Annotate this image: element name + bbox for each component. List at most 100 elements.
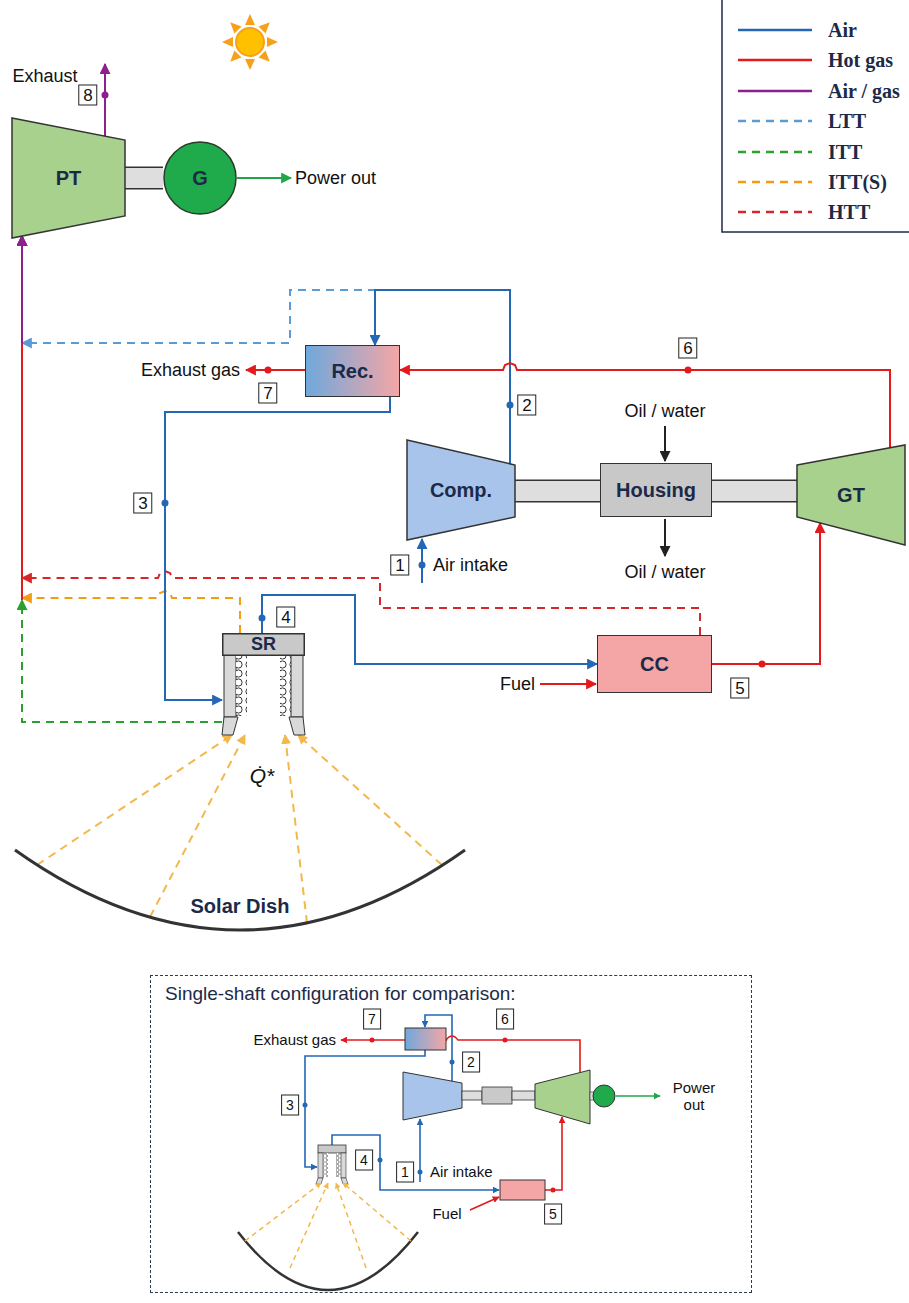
flow-connector xyxy=(22,236,240,633)
generator-outline xyxy=(163,141,237,215)
path-part xyxy=(245,14,255,25)
component-label: Solar Dish xyxy=(191,895,290,918)
sun-icon xyxy=(222,14,278,70)
path-part xyxy=(470,1197,499,1210)
path-part xyxy=(336,1183,366,1268)
path-part xyxy=(37,735,232,865)
annotation: Exhaust gas xyxy=(141,360,240,381)
g-part xyxy=(305,1015,660,1210)
annotation: Fuel xyxy=(432,1205,461,1222)
annotation: Fuel xyxy=(500,674,535,695)
g-part xyxy=(245,1183,411,1268)
path-part xyxy=(664,519,666,556)
annotation: Q̇* xyxy=(250,764,275,788)
line-part xyxy=(738,211,812,214)
trunk-line xyxy=(21,236,23,343)
compressor: Comp. xyxy=(407,440,515,540)
path-part xyxy=(616,1095,660,1097)
flow-line xyxy=(150,735,245,917)
flow-connector xyxy=(262,595,597,664)
annotation: Power out xyxy=(295,168,376,189)
flow-line xyxy=(400,363,890,448)
callout-number: 5 xyxy=(544,1204,562,1225)
panel-heading: Single-shaft configuration for compariso… xyxy=(165,983,516,1005)
gas-turbine-outline xyxy=(797,445,905,545)
bypass-line xyxy=(22,571,700,635)
callout-number: 6 xyxy=(678,338,697,359)
path-part xyxy=(104,64,106,136)
rect-part xyxy=(482,1087,512,1104)
path-part xyxy=(258,19,273,34)
trunk-line xyxy=(21,236,23,343)
polygon-part xyxy=(12,118,125,238)
path-part xyxy=(238,1232,418,1290)
sun-rays xyxy=(37,735,442,923)
circle-part xyxy=(162,500,169,507)
flow-connector xyxy=(712,523,820,664)
line-part xyxy=(738,120,812,123)
line-part xyxy=(738,151,812,154)
bypass-line xyxy=(22,600,222,722)
path-part xyxy=(227,19,242,34)
comparison-panel: Single-shaft configuration for compariso… xyxy=(150,975,752,1293)
component-label: G xyxy=(192,167,208,190)
power-turbine-outline xyxy=(12,118,125,238)
path-part xyxy=(246,369,305,371)
rect-part xyxy=(512,1091,535,1100)
component-label: Housing xyxy=(616,479,696,502)
flow-connector xyxy=(22,236,510,464)
bypass-line xyxy=(22,591,240,633)
circle-part xyxy=(759,661,766,668)
rect-part xyxy=(224,655,236,717)
polygon-part xyxy=(222,717,238,735)
path-part xyxy=(332,1135,499,1190)
circle-part xyxy=(450,1060,455,1065)
line-part xyxy=(738,59,812,62)
legend-entry: ITT(S) xyxy=(828,171,887,193)
trunk-line xyxy=(21,343,23,578)
circle-part xyxy=(164,142,236,214)
rect-part xyxy=(336,1153,341,1177)
component-label: Rec. xyxy=(331,360,373,383)
path-part xyxy=(285,735,307,923)
rect-part xyxy=(323,1153,328,1177)
rect-part xyxy=(462,1091,482,1100)
solar-receiver-outline xyxy=(222,633,305,735)
circle-part xyxy=(236,28,264,56)
annotation: Exhaust gas xyxy=(253,1031,336,1048)
flow-line xyxy=(165,397,390,700)
flow-connector xyxy=(400,363,890,448)
polygon-part xyxy=(403,1072,462,1120)
trunk-line xyxy=(21,236,23,343)
circle-part xyxy=(102,92,109,99)
legend-panel xyxy=(722,0,909,232)
line-part xyxy=(738,90,812,93)
circle-part xyxy=(551,1188,556,1193)
callout-number: 2 xyxy=(462,1052,480,1073)
rect-part xyxy=(318,1145,346,1153)
component-label: PT xyxy=(56,167,82,190)
shaft-outline xyxy=(515,480,600,503)
solar-receiver: SR xyxy=(222,633,305,735)
state-dots xyxy=(102,92,766,1193)
solar-dish-outline xyxy=(12,845,468,935)
path-part xyxy=(245,59,255,70)
path-part xyxy=(343,1183,411,1241)
callout-number: 7 xyxy=(258,383,277,404)
bypass-line xyxy=(22,290,510,464)
callout-number: 6 xyxy=(496,1009,514,1030)
legend-entry: Air / gas xyxy=(828,80,900,102)
callout-number: 1 xyxy=(396,1162,414,1183)
polygon-part xyxy=(341,1178,348,1184)
path-part xyxy=(290,1183,328,1268)
rect-part xyxy=(280,656,291,716)
component-label: Comp. xyxy=(430,479,492,502)
circle-part xyxy=(593,1085,615,1107)
rect-part xyxy=(405,1028,446,1050)
combustion-chamber: CC xyxy=(597,635,712,693)
compressor-outline xyxy=(407,440,515,540)
callout-number: 8 xyxy=(78,85,97,106)
shaft-body xyxy=(125,168,163,188)
annotation: Air intake xyxy=(433,555,508,576)
